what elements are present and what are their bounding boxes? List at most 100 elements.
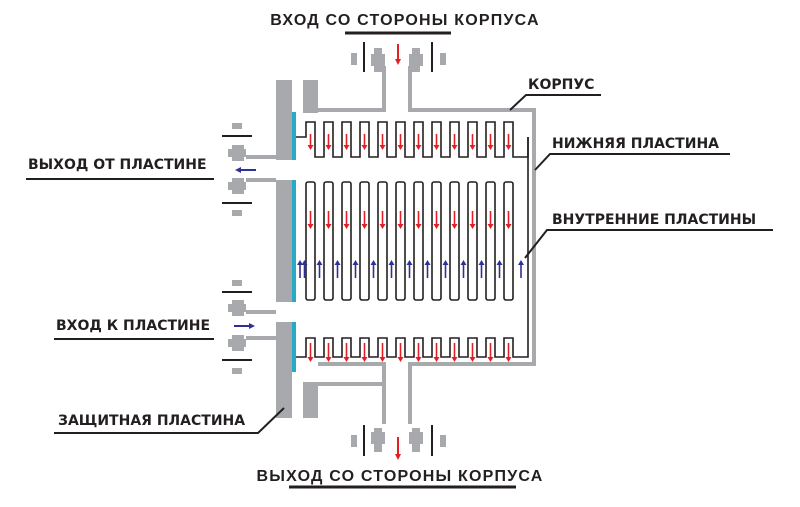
arrow-up-icon [518, 260, 524, 278]
arrow-down-icon [415, 343, 422, 362]
arrow-up-icon-head [301, 260, 308, 265]
shell-body [318, 66, 536, 424]
protective-plate-middle [292, 180, 296, 302]
arrow-down-icon [361, 134, 368, 150]
arrow-up-icon [442, 260, 449, 278]
arrow-up-icon [460, 260, 467, 278]
arrow-down-icon-head [487, 224, 494, 229]
arrow-down-icon [487, 211, 494, 229]
shell-bottom-block-2 [303, 382, 318, 418]
arrow-down-icon [397, 343, 404, 362]
arrow-up-icon-head [370, 260, 377, 265]
leader-shell [509, 94, 601, 111]
arrow-up-icon [301, 260, 308, 278]
arrow-up-icon [370, 260, 377, 278]
inner-plate [305, 181, 316, 301]
arrow-down-icon [307, 343, 314, 362]
arrow-down-icon [361, 211, 368, 229]
arrow-down-icon [469, 343, 476, 362]
arrow-down-icon-head [469, 224, 476, 229]
inner-plate [413, 181, 424, 301]
arrow-up-icon [496, 260, 503, 278]
flange-icon [351, 48, 446, 72]
arrow-up-icon [316, 260, 323, 278]
leader-protective-plate [54, 407, 285, 434]
plate-inlet-nozzle [246, 310, 276, 340]
plate-pack [296, 121, 529, 358]
arrow-down-icon [397, 134, 404, 150]
arrow-down-icon [415, 211, 422, 229]
inner-plate [449, 181, 460, 301]
arrow-down-icon [433, 134, 440, 150]
arrow-down-icon-head [505, 357, 512, 362]
arrow-down-icon-head [379, 357, 386, 362]
arrow-up-icon [478, 260, 485, 278]
arrow-up-icon [388, 260, 395, 278]
arrow-down-icon [361, 343, 368, 362]
arrow-down-icon [343, 211, 350, 229]
arrow-down-icon-head [433, 145, 440, 150]
arrow-up-icon-head [316, 260, 323, 265]
arrow-down-icon [469, 134, 476, 150]
arrow-down-icon-head [451, 145, 458, 150]
arrow-down-icon-head [343, 145, 350, 150]
arrow-down-icon-head [379, 224, 386, 229]
arrow-down-icon [397, 211, 404, 229]
arrow-up-icon-head [460, 260, 467, 265]
title-shell-outlet: ВЫХОД СО СТОРОНЫ КОРПУСА [257, 468, 544, 485]
arrow-down-icon-head [397, 224, 404, 229]
label-inner-plates: ВНУТРЕННИЕ ПЛАСТИНЫ [552, 212, 756, 228]
arrow-up-icon-head [518, 260, 524, 265]
arrow-down-icon-head [451, 224, 458, 229]
inner-plate [485, 181, 496, 301]
arrow-down-icon-head [505, 224, 512, 229]
shell-top-block-2b [303, 80, 318, 113]
arrow-down-icon [379, 343, 386, 362]
arrow-down-icon-head [361, 357, 368, 362]
arrow-down-icon [307, 134, 314, 150]
arrow-down-icon-head [325, 145, 332, 150]
arrow-down-icon [379, 134, 386, 150]
inner-plate [503, 181, 514, 301]
arrow-down-icon-head [361, 224, 368, 229]
left-wall-lower [276, 322, 292, 418]
leader-inner-plates [524, 229, 773, 259]
arrow-down-icon [451, 211, 458, 229]
arrow-down-icon [487, 343, 494, 362]
arrow-down-icon [325, 343, 332, 362]
flange-icon [228, 123, 246, 216]
protective-plate-upper [292, 112, 296, 160]
arrow-down-icon-head [433, 357, 440, 362]
arrow-down-icon-head [307, 224, 314, 229]
arrow-down-icon [379, 211, 386, 229]
arrow-down-icon [487, 134, 494, 150]
arrow-down-icon-head [433, 224, 440, 229]
arrow-down-icon-head [415, 224, 422, 229]
arrow-down-icon [433, 211, 440, 229]
flange-icon [228, 280, 246, 374]
arrow-down-icon [325, 134, 332, 150]
arrow-down-icon [469, 211, 476, 229]
arrow-down-icon [433, 343, 440, 362]
inner-plate [359, 181, 370, 301]
arrow-down-icon-head [415, 357, 422, 362]
arrow-down-icon-head [469, 357, 476, 362]
arrow-up-icon-head [424, 260, 431, 265]
flange-icon [351, 428, 446, 452]
label-protective-plate: ЗАЩИТНАЯ ПЛАСТИНА [58, 413, 245, 429]
arrow-down-icon [415, 134, 422, 150]
arrow-down-icon-head [325, 357, 332, 362]
arrow-up-icon [424, 260, 431, 278]
top-serpentine-plate [296, 121, 529, 158]
arrow-down-icon-head [379, 145, 386, 150]
label-plate-inlet: ВХОД К ПЛАСТИНЕ [56, 318, 210, 334]
arrow-down-icon-head [307, 357, 314, 362]
arrow-down-icon [307, 211, 314, 229]
arrow-up-icon [352, 260, 359, 278]
inner-plate [395, 181, 406, 301]
arrow-down-icon-head [487, 357, 494, 362]
arrow-down-icon-head [451, 357, 458, 362]
flow-arrows [297, 134, 524, 362]
arrow-down-icon-head [397, 357, 404, 362]
arrow-down-icon-head [343, 357, 350, 362]
